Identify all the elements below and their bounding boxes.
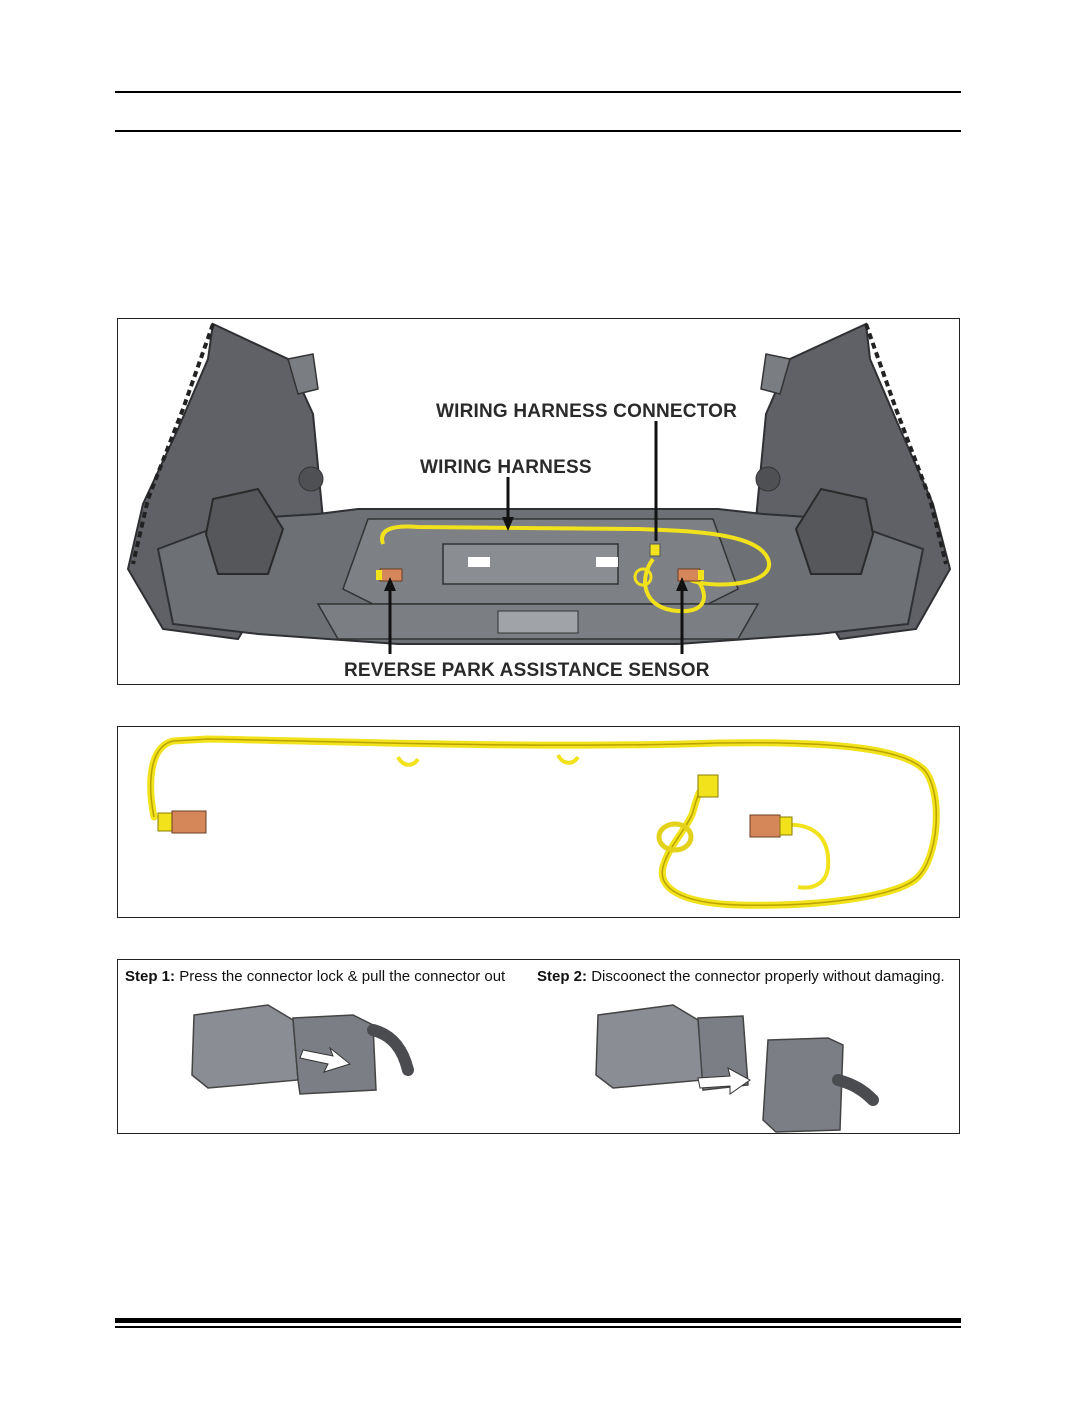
step2-label: Step 2: bbox=[537, 968, 588, 985]
step1-text: Press the connector lock & pull the conn… bbox=[179, 968, 506, 985]
step1-caption: Step 1: Press the connector lock & pull … bbox=[125, 968, 505, 985]
harness-figure bbox=[117, 726, 960, 918]
step1-label: Step 1: bbox=[125, 968, 176, 985]
wiring-harness-connector-callout: WIRING HARNESS CONNECTOR bbox=[436, 401, 738, 422]
disconnect-steps-figure: Step 1: Press the connector lock & pull … bbox=[117, 959, 960, 1134]
bumper-figure: WIRING HARNESS CONNECTOR WIRING HARNESS … bbox=[117, 318, 960, 685]
footer-rule-thick bbox=[115, 1318, 961, 1323]
connector-illustration bbox=[191, 1004, 879, 1133]
step2-caption: Step 2: Discoonect the connector properl… bbox=[537, 968, 945, 985]
reverse-park-assistance-sensor-callout: REVERSE PARK ASSISTANCE SENSOR bbox=[344, 660, 710, 681]
header-rule-bottom bbox=[115, 130, 961, 132]
header-rule-top bbox=[115, 91, 961, 93]
footer-rule-thin bbox=[115, 1326, 961, 1328]
wiring-harness-callout: WIRING HARNESS bbox=[420, 457, 592, 478]
step2-text: Discoonect the connector properly withou… bbox=[591, 968, 945, 985]
bumper-illustration bbox=[126, 322, 952, 654]
harness-illustration bbox=[147, 735, 940, 909]
